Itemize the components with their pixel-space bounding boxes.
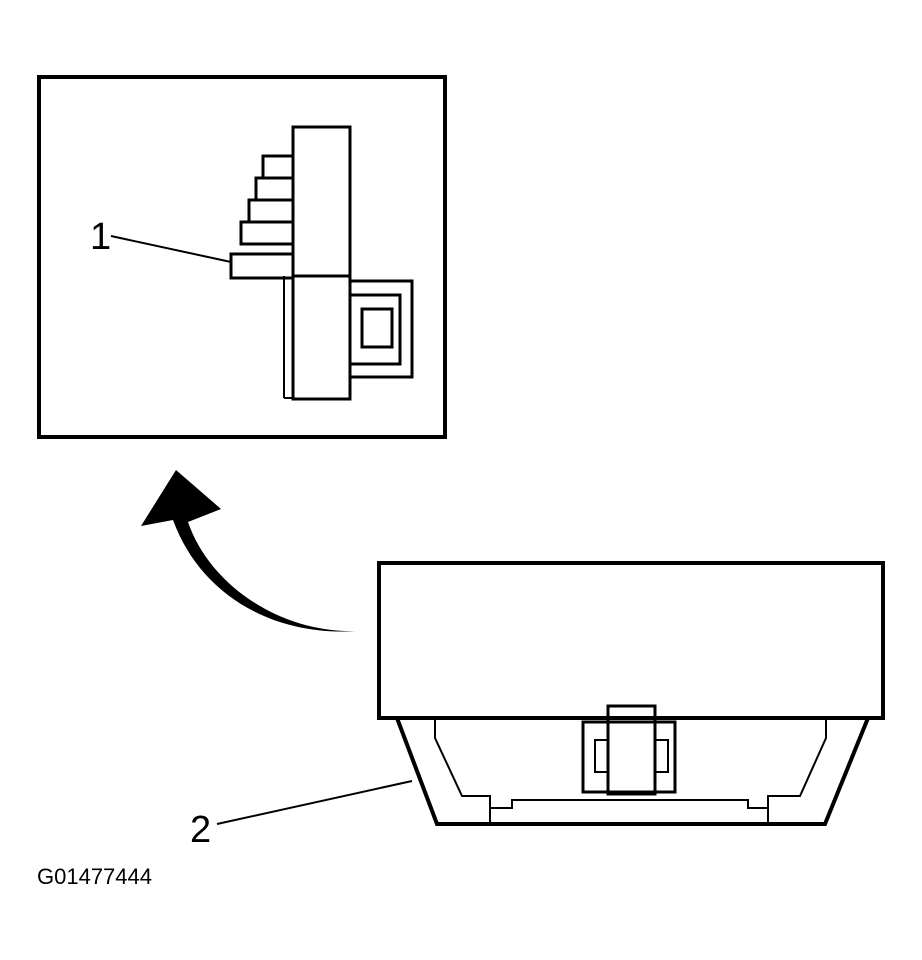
center-latch-frame xyxy=(581,720,677,794)
figure-id: G01477444 xyxy=(37,864,152,889)
terminal-blade xyxy=(229,252,295,280)
callout-1-label: 1 xyxy=(90,216,111,258)
terminal-blade xyxy=(254,176,295,202)
latch-tab xyxy=(350,293,402,366)
callout-2-label: 2 xyxy=(190,809,211,851)
center-latch-slot xyxy=(654,739,669,773)
terminal-blades xyxy=(229,154,295,280)
inset-detail-view: 1 xyxy=(37,75,447,439)
component-base xyxy=(395,717,870,826)
callout-2-leader xyxy=(216,780,413,825)
curved-arrow xyxy=(141,470,358,632)
center-latch-slot xyxy=(594,739,609,773)
callout-1-leader xyxy=(110,235,232,263)
main-component: 2 xyxy=(190,561,885,851)
terminal-body xyxy=(291,125,352,401)
component-housing xyxy=(377,561,885,720)
latch-window xyxy=(360,307,394,349)
terminal-blade xyxy=(247,198,295,224)
inset-frame xyxy=(37,75,447,439)
terminal-blade xyxy=(239,220,295,246)
latch-housing xyxy=(348,279,414,379)
terminal-blade xyxy=(261,154,295,180)
